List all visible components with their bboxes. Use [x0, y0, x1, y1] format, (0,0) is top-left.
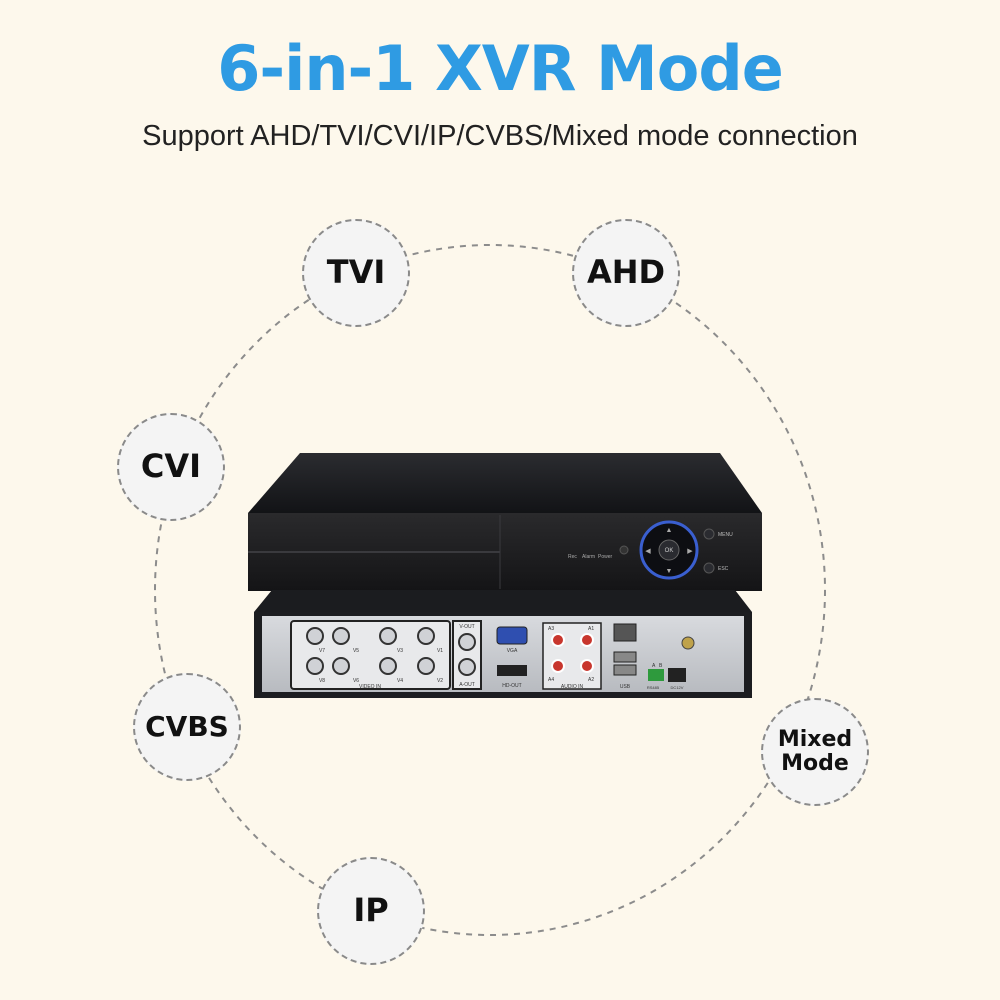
video-in-block: [290, 620, 451, 690]
bnc-label-v8: V8: [319, 678, 325, 684]
mode-label-tvi: TVI: [326, 253, 386, 292]
bnc-label-v2: V2: [437, 678, 443, 684]
mode-label-ip: IP: [353, 891, 389, 930]
mode-node-ahd: AHD: [572, 219, 680, 327]
bnc-label-v5: V5: [353, 648, 359, 654]
vga-label: VGA: [507, 648, 518, 654]
esc-button: [703, 562, 715, 574]
menu-button-label: MENU: [718, 532, 733, 538]
bnc-label-v1: V1: [437, 648, 443, 654]
ok-button: [658, 539, 680, 561]
ok-button-label: OK: [665, 548, 674, 554]
mode-label-cvi: CVI: [140, 447, 202, 486]
hd-out-label: HD-OUT: [502, 683, 521, 689]
audio-label-a2: A2: [588, 677, 594, 683]
audio-in-block: [542, 622, 602, 690]
mode-label-ahd: AHD: [586, 253, 666, 292]
bnc-label-v3: V3: [397, 648, 403, 654]
page-subtitle: Support AHD/TVI/CVI/IP/CVBS/Mixed mode c…: [142, 120, 858, 152]
power-indicator: Power: [598, 554, 613, 560]
mode-label-cvbs: CVBS: [145, 709, 229, 743]
svg-text:◀: ◀: [645, 548, 651, 555]
rs485-a-label: A: [652, 663, 656, 669]
mode-label-mixed: Mixed Mode: [777, 726, 853, 776]
dc-power-jack: [668, 668, 686, 682]
rec-indicator: Rec: [568, 554, 577, 560]
audio-label-a1: A1: [588, 626, 594, 632]
esc-button-label: ESC: [718, 566, 729, 572]
mode-node-cvbs: CVBS: [133, 673, 241, 781]
bnc-label-v4: V4: [397, 678, 403, 684]
v-out-port: [458, 633, 476, 651]
audio-label-a3: A3: [548, 626, 554, 632]
rs485-terminal: [648, 669, 664, 681]
bnc-label-v6: V6: [353, 678, 359, 684]
hd-out-port: [497, 665, 527, 676]
dc12v-label: DC12V: [671, 685, 684, 690]
mode-node-mixed: Mixed Mode: [761, 698, 869, 806]
bnc-label-v7: V7: [319, 648, 325, 654]
v-out-label: V-OUT: [459, 624, 474, 630]
mode-node-cvi: CVI: [117, 413, 225, 521]
mode-node-tvi: TVI: [302, 219, 410, 327]
svg-text:▼: ▼: [666, 568, 673, 575]
a-out-port: [458, 658, 476, 676]
usb-label: USB: [620, 684, 631, 690]
dvr-front-unit: Rec Alarm Power OK ▲ ▼ ◀ ▶ MENU ESC: [248, 453, 762, 591]
video-in-label: VIDEO IN: [359, 684, 381, 690]
vga-port: [496, 626, 528, 645]
audio-label-a4: A4: [548, 677, 554, 683]
dvr-rear-unit: V7 V5 V3 V1 V8 V6 V4 V2 VIDEO IN V-OUT A…: [254, 590, 752, 698]
ground-screw: [681, 636, 695, 650]
usb-port-2: [613, 664, 637, 676]
lan-port: [613, 623, 637, 642]
a-out-label: A-OUT: [459, 682, 475, 688]
page-title: 6-in-1 XVR Mode: [217, 32, 784, 105]
svg-text:▲: ▲: [666, 527, 673, 534]
alarm-indicator: Alarm: [582, 554, 595, 560]
rs485-b-label: B: [659, 663, 663, 669]
svg-text:▶: ▶: [687, 548, 693, 555]
usb-port-1: [613, 651, 637, 663]
mode-node-ip: IP: [317, 857, 425, 965]
rs485-label: RS485: [647, 685, 660, 690]
audio-in-label: AUDIO IN: [561, 684, 584, 690]
menu-button: [703, 528, 715, 540]
